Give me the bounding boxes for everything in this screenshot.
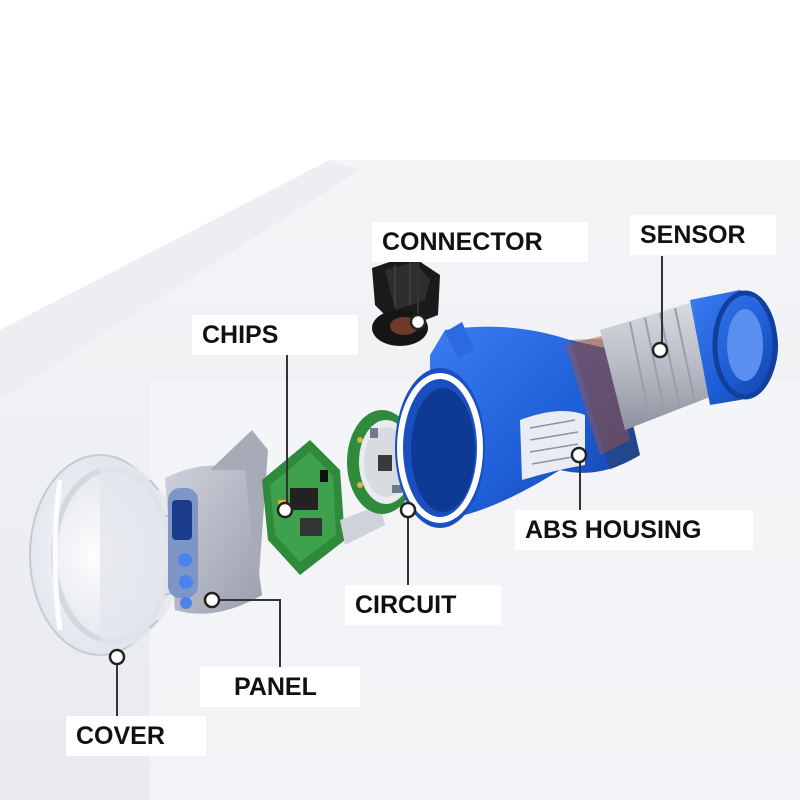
leader-dot-circuit bbox=[399, 501, 417, 519]
leader-line-panel bbox=[212, 599, 281, 668]
label-connector: CONNECTOR bbox=[372, 222, 588, 262]
label-circuit: CIRCUIT bbox=[345, 585, 501, 625]
label-panel: PANEL bbox=[200, 667, 360, 707]
leader-dot-sensor bbox=[651, 341, 669, 359]
label-sensor: SENSOR bbox=[630, 215, 776, 255]
sensor-part bbox=[600, 290, 779, 430]
abs-housing-part bbox=[395, 322, 640, 528]
leader-dot-abs-housing bbox=[570, 446, 588, 464]
label-chips: CHIPS bbox=[192, 315, 358, 355]
cover-part bbox=[29, 454, 185, 656]
leader-dot-cover bbox=[108, 648, 126, 666]
leader-dot-connector bbox=[409, 313, 427, 331]
label-cover: COVER bbox=[66, 716, 206, 756]
leader-dot-chips bbox=[276, 501, 294, 519]
leader-dots bbox=[108, 313, 669, 666]
leader-lines bbox=[116, 255, 663, 718]
panel-part bbox=[165, 430, 268, 614]
label-abs-housing: ABS HOUSING bbox=[515, 510, 753, 550]
leader-dot-panel bbox=[203, 591, 221, 609]
